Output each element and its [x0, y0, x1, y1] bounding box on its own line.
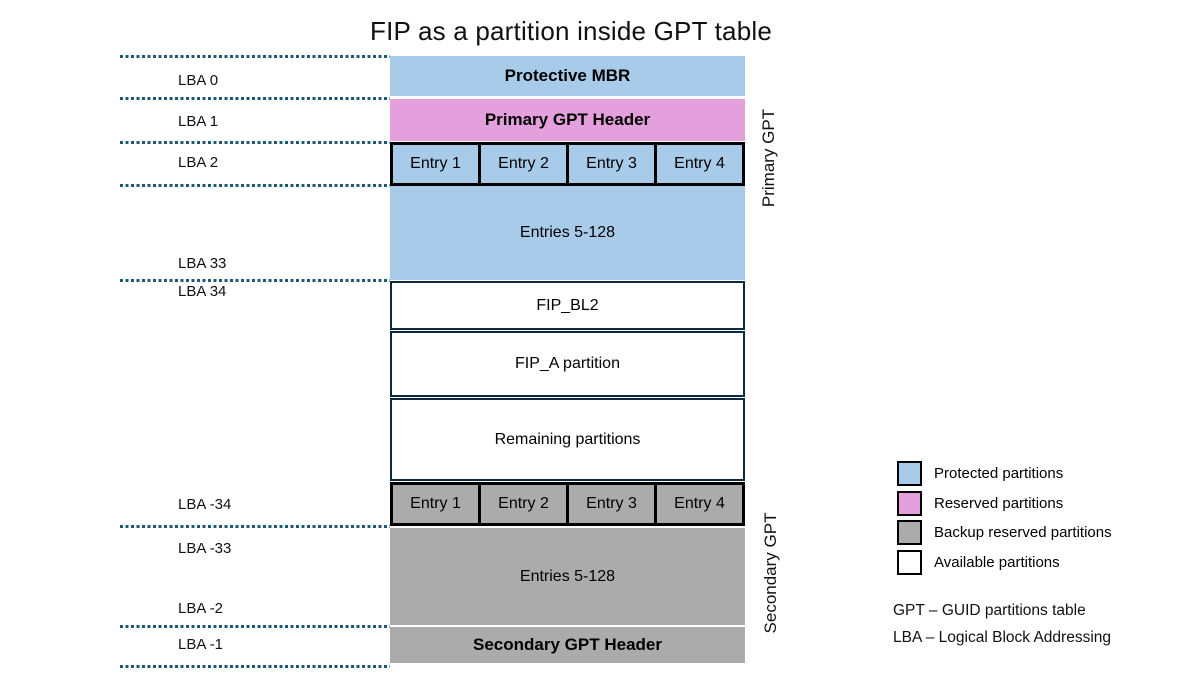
legend-swatch-backup-reserved	[897, 519, 922, 545]
entry-cell: Entry 4	[654, 485, 742, 523]
legend-swatch-protected	[897, 460, 922, 486]
lba-label-minus-2: LBA -2	[178, 600, 224, 617]
legend-swatch-available	[897, 549, 922, 575]
legend-item-protected: Protected partitions	[897, 460, 1063, 486]
dotted-line	[120, 184, 390, 187]
entry-cell: Entry 1	[410, 155, 461, 172]
box-fip-a-partition: FIP_A partition	[390, 331, 745, 397]
secondary-gpt-side-label: Secondary GPT	[761, 512, 780, 634]
lba-label-34: LBA 34	[178, 283, 227, 300]
legend-label: Protected partitions	[934, 464, 1064, 482]
legend-item-available: Available partitions	[897, 549, 1060, 575]
secondary-entry-row: Entry 1 Entry 2 Entry 3 Entry 4	[390, 482, 745, 526]
entry-cell: Entry 3	[566, 485, 654, 523]
dotted-line	[120, 279, 390, 282]
dotted-line	[120, 525, 390, 528]
entry-cell: Entry 4	[654, 145, 742, 183]
lba-label-0: LBA 0	[178, 72, 219, 89]
legend-swatch-reserved	[897, 490, 922, 516]
box-secondary-gpt-header: Secondary GPT Header	[390, 627, 745, 663]
box-fip-bl2: FIP_BL2	[390, 281, 745, 330]
lba-label-minus-1: LBA -1	[178, 636, 224, 653]
dotted-line	[120, 97, 390, 100]
box-protective-mbr: Protective MBR	[390, 56, 745, 96]
legend-item-reserved: Reserved partitions	[897, 490, 1063, 516]
lba-label-33: LBA 33	[178, 255, 227, 272]
entry-cell: Entry 2	[478, 145, 566, 183]
box-remaining-partitions: Remaining partitions	[390, 398, 745, 481]
box-primary-gpt-header: Primary GPT Header	[390, 99, 745, 141]
lba-label-1: LBA 1	[178, 113, 219, 130]
primary-entry-row: Entry 1 Entry 2 Entry 3 Entry 4	[390, 142, 745, 186]
primary-gpt-side-label: Primary GPT	[759, 108, 778, 208]
entry-cell: Entry 1	[410, 495, 461, 512]
legend-label: Backup reserved partitions	[934, 523, 1112, 541]
dotted-line	[120, 625, 390, 628]
dotted-line	[120, 141, 390, 144]
lba-label-minus-33: LBA -33	[178, 540, 232, 557]
legend-item-backup-reserved: Backup reserved partitions	[897, 519, 1112, 545]
lba-label-minus-34: LBA -34	[178, 496, 232, 513]
entry-cell: Entry 2	[478, 485, 566, 523]
diagram-title: FIP as a partition inside GPT table	[369, 16, 773, 46]
lba-label-2: LBA 2	[178, 154, 219, 171]
entry-cell: Entry 3	[566, 145, 654, 183]
footnote-gpt: GPT – GUID partitions table	[893, 602, 1086, 619]
footnote-lba: LBA – Logical Block Addressing	[893, 629, 1111, 646]
dotted-line	[120, 55, 390, 58]
box-primary-entries-rest: Entries 5-128	[390, 186, 745, 280]
legend-label: Reserved partitions	[934, 494, 1064, 512]
box-secondary-entries-rest: Entries 5-128	[390, 528, 745, 625]
legend-label: Available partitions	[934, 553, 1060, 571]
dotted-line	[120, 665, 390, 668]
